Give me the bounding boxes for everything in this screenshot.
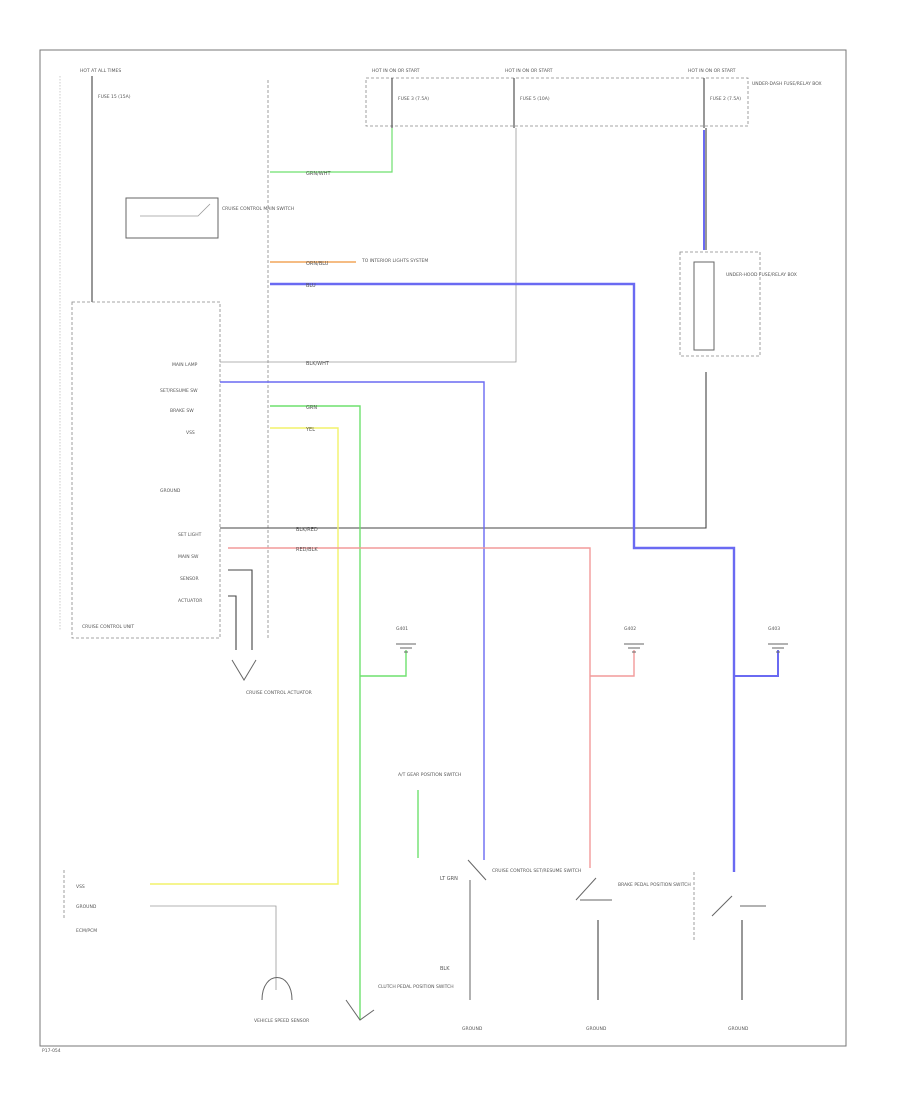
cc-unit-label: CRUISE CONTROL UNIT [82, 624, 134, 630]
ground-label-1: GROUND [462, 1026, 483, 1032]
wire-blue-b [220, 381, 485, 860]
main-switch-label: CRUISE CONTROL MAIN SWITCH [222, 206, 294, 212]
actuator-label: CRUISE CONTROL ACTUATOR [246, 690, 312, 696]
left-fuse-label: FUSE 15 (15A) [98, 94, 131, 100]
label-grnwht: GRN/WHT [306, 171, 331, 177]
clutch-switch-symbol [345, 999, 375, 1021]
actuator-wire [228, 595, 237, 650]
fuse-a-label: FUSE 3 (7.5A) [398, 96, 429, 102]
pcm-pin-b: GROUND [76, 904, 97, 910]
pcm-label: ECM/PCM [76, 928, 97, 934]
relay-switch-symbol [711, 895, 766, 917]
vss-sensor-symbol [261, 977, 293, 1001]
lower-components: VSS GROUND ECM/PCM VEHICLE SPEED SENSOR … [63, 772, 766, 1032]
actuator-connector [231, 659, 257, 681]
diagram-frame [39, 49, 847, 1047]
cc-unit-outline [71, 301, 221, 639]
ground-label-3: GROUND [728, 1026, 749, 1032]
ground-label-2: GROUND [586, 1026, 607, 1032]
grounds: G401 G402 G403 [396, 626, 788, 653]
colored-wires [150, 128, 779, 1020]
g402-symbol [624, 643, 644, 653]
label-blu: BLU [306, 283, 316, 289]
illum-label: TO INTERIOR LIGHTS SYSTEM [361, 258, 428, 264]
hot-b-label: HOT IN ON OR START [505, 68, 553, 74]
ground-g402: G402 [624, 626, 644, 653]
pin-actuator: ACTUATOR [178, 598, 202, 604]
wire-blue-g403 [734, 650, 779, 677]
wire-green-g401 [360, 650, 407, 677]
wire-yellow [150, 427, 339, 885]
vss-label: VEHICLE SPEED SENSOR [254, 1018, 309, 1024]
g402-label: G402 [624, 626, 636, 632]
label-blk: BLK [440, 966, 450, 972]
footer-code: P17-054 [42, 1048, 61, 1054]
relay-outline [679, 251, 761, 357]
main-lamp-wire [220, 128, 517, 363]
pin-main-lamp: MAIN LAMP [172, 362, 198, 368]
label-yel: YEL [305, 427, 315, 433]
cruise-switch-symbol [467, 859, 487, 1000]
relay-label: UNDER-HOOD FUSE/RELAY BOX [726, 272, 797, 278]
wire-labels: GRN/WHT ORN/BLU TO INTERIOR LIGHTS SYSTE… [296, 171, 458, 972]
fuse-c-label: FUSE 2 (7.5A) [710, 96, 741, 102]
g401-label: G401 [396, 626, 408, 632]
relay-unit: UNDER-HOOD FUSE/RELAY BOX [679, 251, 797, 357]
main-switch: CRUISE CONTROL MAIN SWITCH [125, 197, 294, 239]
clutch-label: CLUTCH PEDAL POSITION SWITCH [378, 984, 454, 990]
wire-blue-main [270, 282, 736, 872]
left-hot-label: HOT AT ALL TIMES [80, 68, 121, 74]
wire-pink-g402 [590, 650, 635, 677]
ground-g401: G401 [396, 626, 416, 653]
relay-body [693, 261, 715, 351]
main-switch-contact [140, 203, 211, 217]
pcm-pin-a: VSS [76, 884, 85, 890]
pin-vss: VSS [186, 430, 195, 436]
fuse-box-top: UNDER-DASH FUSE/RELAY BOX HOT IN ON OR S… [365, 68, 822, 128]
set-light-wire [220, 372, 707, 529]
pin-sensor: SENSOR [180, 576, 199, 582]
wire-green-b [270, 405, 361, 1020]
pin-ground: GROUND [160, 488, 181, 494]
g401-symbol [396, 643, 416, 653]
fuse-box-outline [365, 77, 749, 127]
label-grn: GRN [306, 405, 317, 411]
cruise-sw-label: CRUISE CONTROL SET/RESUME SWITCH [492, 868, 581, 874]
ground-g403: G403 [768, 626, 788, 653]
pin-set-light: SET LIGHT [178, 532, 202, 538]
main-switch-body [125, 197, 219, 239]
abs-label: A/T GEAR POSITION SWITCH [398, 772, 461, 778]
label-redblk: RED/BLK [296, 547, 318, 553]
left-source: HOT AT ALL TIMES FUSE 15 (15A) [59, 68, 131, 630]
hot-c-label: HOT IN ON OR START [688, 68, 736, 74]
brake-switch-symbol [575, 877, 612, 901]
fuse-box-label: UNDER-DASH FUSE/RELAY BOX [752, 81, 822, 87]
pcm-ground-wire [150, 905, 277, 990]
brake-sw-label: BRAKE PEDAL POSITION SWITCH [618, 882, 691, 888]
pin-set-resume: SET/RESUME SW [160, 388, 198, 394]
pin-main-sw: MAIN SW [178, 554, 199, 560]
sensor-wire [228, 569, 253, 650]
hot-a-label: HOT IN ON OR START [372, 68, 420, 74]
label-orn: ORN/BLU [306, 261, 329, 267]
cruise-control-unit: CRUISE CONTROL UNIT MAIN LAMP SET/RESUME… [71, 301, 221, 639]
black-wires: CRUISE CONTROL ACTUATOR [220, 128, 707, 696]
label-blkred: BLK/RED [296, 527, 318, 533]
fuse-b-label: FUSE 5 (10A) [520, 96, 550, 102]
label-blkwht: BLK/WHT [306, 361, 330, 367]
g403-label: G403 [768, 626, 780, 632]
wire-green-top [270, 128, 393, 173]
pin-brake: BRAKE SW [170, 408, 194, 414]
g403-symbol [768, 643, 788, 653]
wire-pink [228, 547, 591, 868]
label-ltgrn: LT GRN [440, 876, 458, 882]
